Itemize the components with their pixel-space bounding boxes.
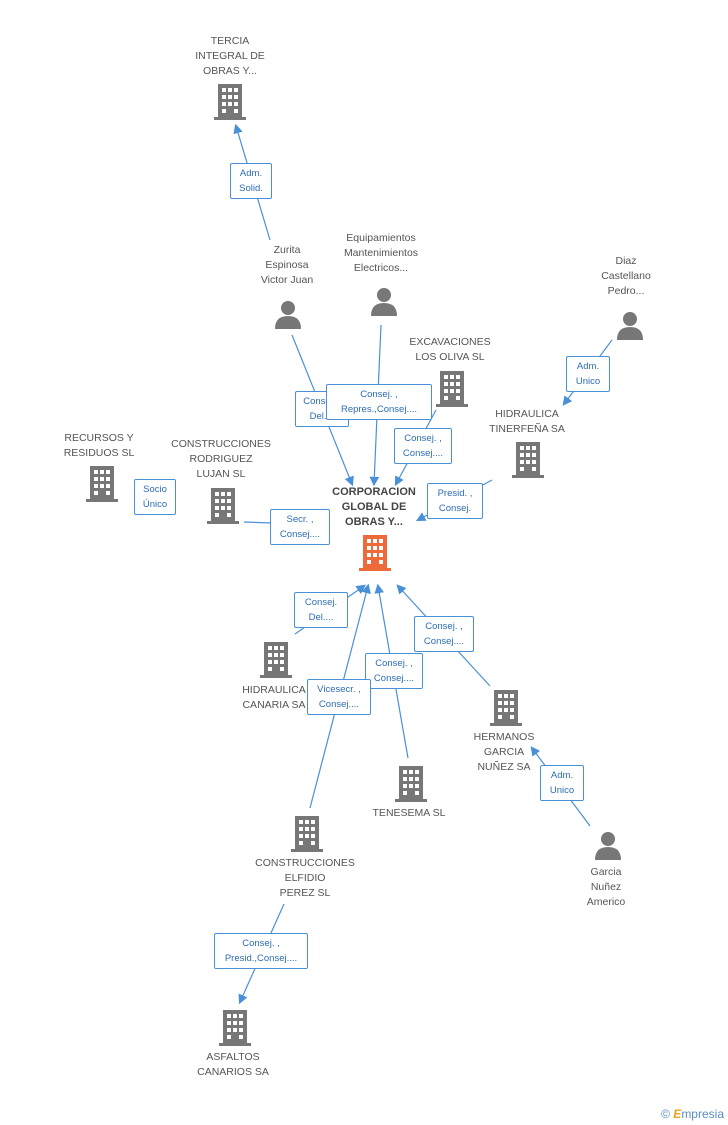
center-building-icon[interactable] — [359, 535, 391, 571]
edge-label-consej-consej[interactable]: Consej. , Consej.... — [394, 428, 452, 464]
edge-label-consej-repres[interactable]: Consej. , Repres.,Consej.... — [326, 384, 432, 420]
person-icon[interactable] — [273, 299, 303, 329]
person-icon[interactable] — [369, 286, 399, 316]
node-label-tercia[interactable]: TERCIA INTEGRAL DE OBRAS Y... — [195, 35, 265, 77]
brand-name: mpresia — [681, 1107, 724, 1121]
edge-label-vicesecr-consej[interactable]: Vicesecr. , Consej.... — [307, 679, 371, 715]
edge-label-adm-unico-2[interactable]: Adm. Unico — [540, 765, 584, 801]
node-label-asfaltos[interactable]: ASFALTOS CANARIOS SA — [197, 1051, 269, 1078]
edge-label-adm-unico[interactable]: Adm. Unico — [566, 356, 610, 392]
edge-label-secr-consej[interactable]: Secr. , Consej.... — [270, 509, 330, 545]
building-icon[interactable] — [86, 466, 118, 502]
building-icon[interactable] — [219, 1010, 251, 1046]
building-icon[interactable] — [291, 816, 323, 852]
edge-label-presid-consej[interactable]: Presid. , Consej. — [427, 483, 483, 519]
edge-label-consej-consej-2[interactable]: Consej. , Consej.... — [365, 653, 423, 689]
node-label-equipamientos[interactable]: Equipamientos Mantenimientos Electricos.… — [343, 232, 419, 274]
node-label-rodriguez[interactable]: CONSTRUCCIONES RODRIGUEZ LUJAN SL — [171, 438, 271, 480]
footer-brand: © Empresia — [661, 1107, 724, 1121]
edge-label-socio-unico[interactable]: Socio Único — [134, 479, 176, 515]
person-icon[interactable] — [593, 830, 623, 860]
building-icon[interactable] — [207, 488, 239, 524]
building-icon[interactable] — [436, 371, 468, 407]
node-label-diaz[interactable]: Diaz Castellano Pedro... — [601, 255, 651, 297]
center-node-label[interactable]: CORPORACION GLOBAL DE OBRAS Y... — [332, 486, 416, 528]
person-icon[interactable] — [615, 310, 645, 340]
edge-label-consej-consej-3[interactable]: Consej. , Consej.... — [414, 616, 474, 652]
building-icon[interactable] — [395, 766, 427, 802]
edge-label-consej-presid[interactable]: Consej. , Presid.,Consej.... — [214, 933, 308, 969]
copyright-symbol: © — [661, 1107, 670, 1121]
node-label-garcia[interactable]: Garcia Nuñez Americo — [586, 866, 626, 908]
brand-logo-e: E — [673, 1107, 682, 1121]
node-label-hidraulica-canaria[interactable]: HIDRAULICA CANARIA SA — [242, 684, 306, 711]
node-label-excavaciones[interactable]: EXCAVACIONES LOS OLIVA SL — [409, 336, 491, 363]
building-icon[interactable] — [260, 642, 292, 678]
node-label-hermanos[interactable]: HERMANOS GARCIA NUÑEZ SA — [473, 731, 535, 773]
node-label-tenesema[interactable]: TENESEMA SL — [372, 807, 446, 819]
node-label-elfidio[interactable]: CONSTRUCCIONES ELFIDIO PEREZ SL — [255, 857, 355, 899]
node-label-recursos[interactable]: RECURSOS Y RESIDUOS SL — [63, 432, 135, 459]
edge-label-consej-del-2[interactable]: Consej. Del.... — [294, 592, 348, 628]
building-icon[interactable] — [490, 690, 522, 726]
building-icon[interactable] — [214, 84, 246, 120]
building-icon[interactable] — [512, 442, 544, 478]
node-label-hidraulica-tinerfena[interactable]: HIDRAULICA TINERFEÑA SA — [489, 408, 565, 435]
edge-label-adm-solid[interactable]: Adm. Solid. — [230, 163, 272, 199]
node-label-zurita[interactable]: Zurita Espinosa Victor Juan — [260, 244, 314, 286]
